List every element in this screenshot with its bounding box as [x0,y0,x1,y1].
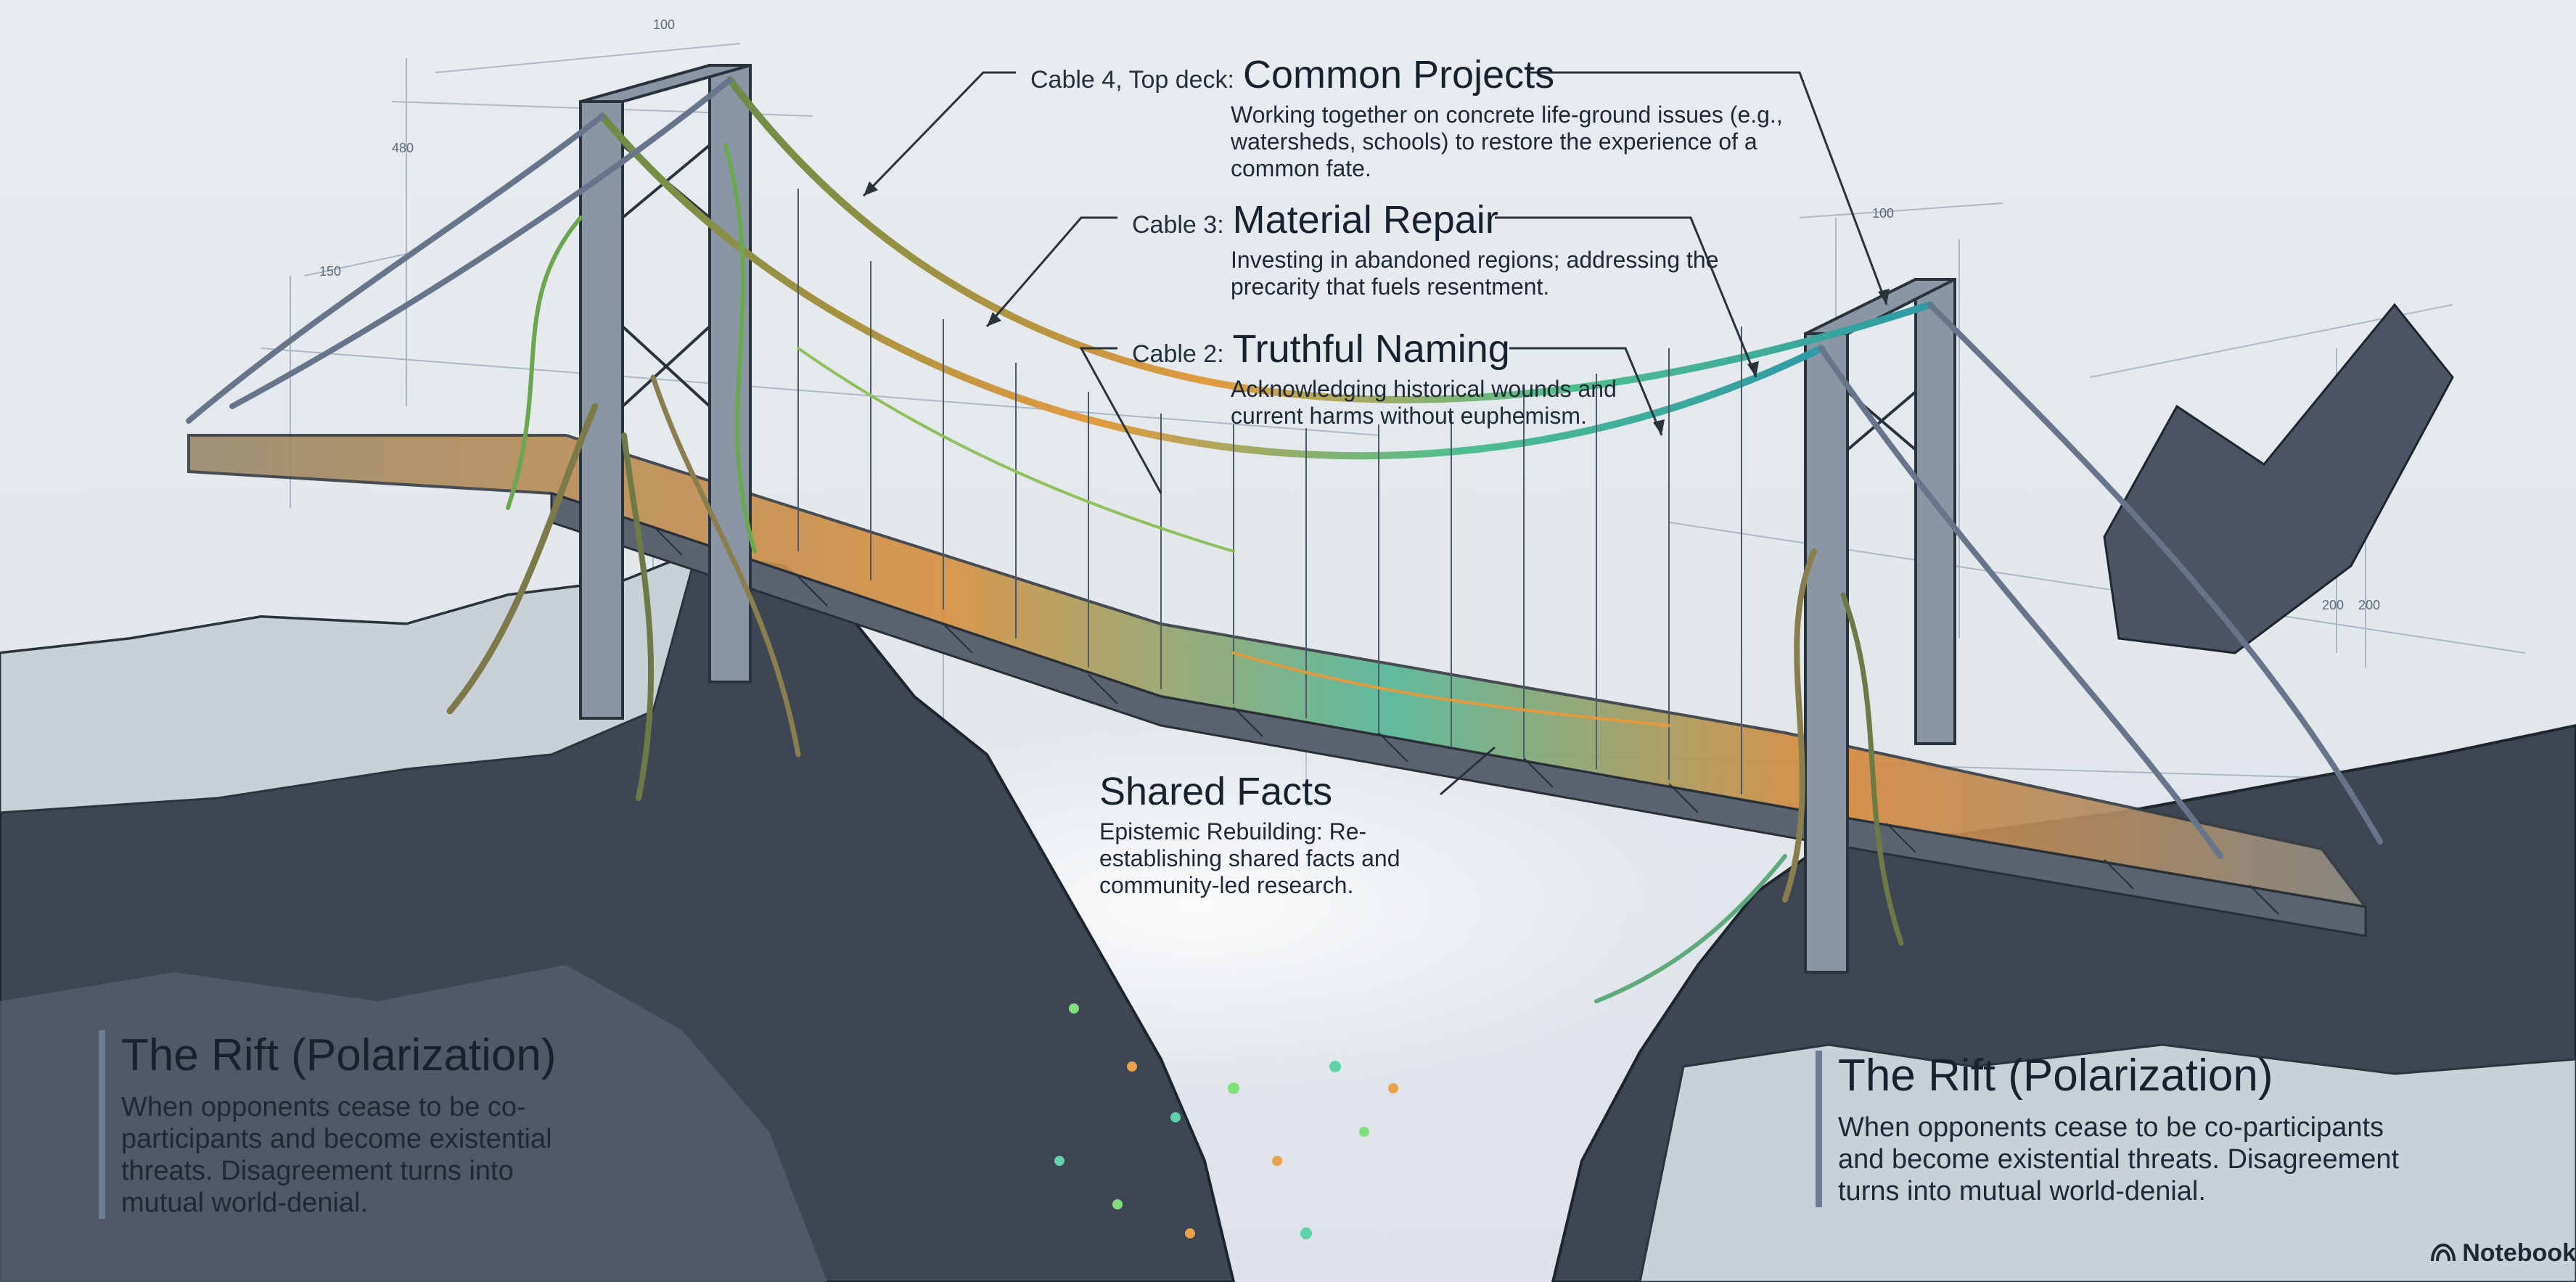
rift-title: The Rift (Polarization) [1838,1051,2273,1101]
dimension-label: 100 [1872,206,1894,221]
deck-truss [550,491,2367,937]
callout-leaders [862,71,1888,796]
cable-title: Truthful Naming [1232,327,1510,371]
shared-facts-description: Epistemic Rebuilding: Re-establishing sh… [1099,818,1400,898]
right-tower [1804,278,1956,974]
right-cliff-plateau [1638,1043,2576,1282]
shared-facts-title: Shared Facts [1099,770,1333,813]
cable-title: Common Projects [1243,53,1555,96]
hanger-cables [797,189,1742,794]
dimension-label: 100 [653,17,675,32]
cable-description: Working together on concrete life-ground… [1231,102,1783,181]
cable-description: Investing in abandoned regions; addressi… [1231,247,1719,300]
left-cliff-highlight [0,965,827,1282]
cable-3-callout: Cable 3: Material Repair Investing in aba… [1132,197,1785,300]
cable-4-callout: Cable 4, Top deck: Common Projects Workin… [1030,52,1800,182]
cable-kicker: Cable 2: [1132,340,1224,368]
rift-title: The Rift (Polarization) [121,1030,557,1080]
dimension-label: 200 [2322,598,2344,612]
chasm-lights [1054,1003,1398,1239]
cable-2-callout: Cable 2: Truthful Naming Acknowledging hi… [1132,326,1785,430]
dimension-label: 150 [319,264,341,279]
cable-title: Material Repair [1232,198,1498,242]
dimension-label: 480 [392,141,414,155]
brand-watermark: Notebook [2430,1239,2576,1269]
callout-arrowheads [864,181,1890,435]
cable-description: Acknowledging historical wounds and curr… [1231,376,1617,429]
rift-description: When opponents cease to be co-participan… [121,1092,552,1218]
shared-facts-callout: Shared Facts Epistemic Rebuilding: Re-es… [1099,769,1477,899]
cable-kicker: Cable 3: [1132,211,1224,239]
rift-left-callout: The Rift (Polarization) When opponents c… [99,1030,615,1219]
vines [446,143,1904,1003]
rift-right-callout: The Rift (Polarization) When opponents c… [1816,1051,2462,1207]
notebooklm-logo-icon [2430,1241,2456,1269]
dimension-labels: 100 100 200 200 150 480 [319,17,2380,612]
cable-kicker: Cable 4, Top deck: [1030,66,1234,94]
truss-pattern [652,525,2279,915]
brand-name: Notebook [2462,1239,2576,1267]
dimension-label: 200 [2358,598,2380,612]
right-peak [2103,303,2454,654]
rift-description: When opponents cease to be co-participan… [1838,1112,2400,1207]
